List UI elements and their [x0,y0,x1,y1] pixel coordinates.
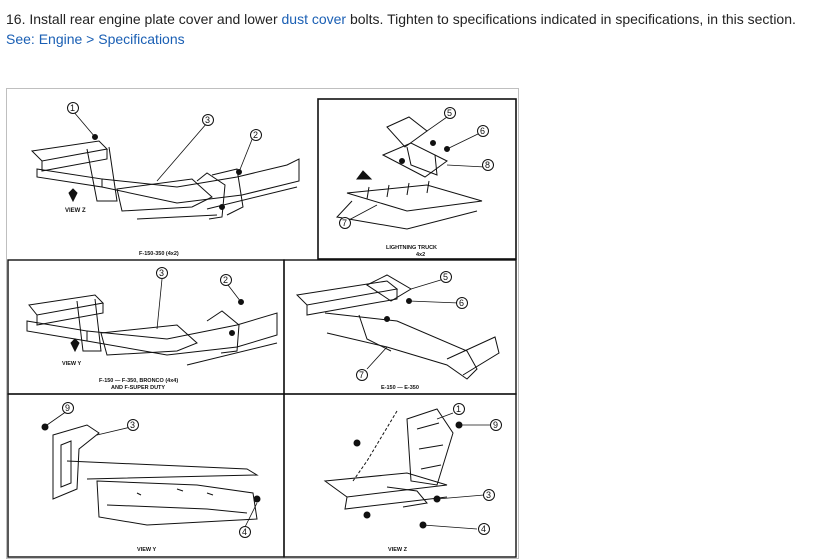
view-z-label-bottom: VIEW Z [388,547,408,553]
panel-bot-left: 9 3 4 VIEW Y [41,402,261,553]
svg-text:3: 3 [130,420,135,430]
svg-text:6: 6 [459,298,464,308]
svg-text:4: 4 [481,524,486,534]
caption-e150-e350: E-150 — E-350 [381,385,419,391]
svg-text:5: 5 [443,272,448,282]
svg-text:7: 7 [342,218,347,228]
caption-f-super-duty: AND F-SUPER DUTY [111,385,165,391]
see-engine-specifications-link[interactable]: See: Engine > Specifications [6,31,185,47]
svg-text:6: 6 [480,126,485,136]
view-y-label-mid: VIEW Y [62,361,81,367]
see-label: See: [6,31,39,47]
panel-top-right: 5 6 8 7 LIGHTNING TRUCK 4x2 [335,107,494,258]
panel-mid-left-frame [7,259,285,395]
panel-top-left: 1 3 2 VIEW Z F-150-350 (4x2) [30,102,300,257]
panel-mid-left: 3 2 VIEW Y F-150 — F-350, BRONCO (4x4) A… [26,267,278,391]
svg-text:8: 8 [485,160,490,170]
svg-text:3: 3 [205,115,210,125]
caption-f150-350-4x2: F-150-350 (4x2) [139,251,179,257]
svg-text:3: 3 [486,490,491,500]
svg-text:2: 2 [223,275,228,285]
panel-mid-right-frame [283,259,517,395]
dust-cover-link[interactable]: dust cover [281,11,347,27]
step-text-suffix: bolts. Tighten to specifications indicat… [346,11,796,27]
view-y-label-bottom: VIEW Y [137,547,156,553]
caption-lightning-4x2: 4x2 [416,252,425,258]
svg-text:5: 5 [447,108,452,118]
svg-text:7: 7 [359,370,364,380]
specs-link-label: Engine > Specifications [38,31,185,47]
svg-text:9: 9 [493,420,498,430]
svg-text:1: 1 [456,404,461,414]
panel-bot-right-frame [283,393,517,558]
panel-top-right-frame [317,98,517,260]
instruction-step: 16. Install rear engine plate cover and … [6,9,814,49]
svg-text:4: 4 [242,527,247,537]
caption-lightning-truck: LIGHTNING TRUCK [386,245,437,251]
step-text-prefix: 16. Install rear engine plate cover and … [6,11,282,27]
svg-text:9: 9 [65,403,70,413]
view-z-label: VIEW Z [65,208,86,214]
panel-bot-right: 1 9 3 4 VIEW Z [323,403,502,553]
svg-text:3: 3 [159,268,164,278]
caption-f150-f350-bronco: F-150 — F-350, BRONCO (4x4) [99,378,178,384]
dust-cover-diagram: 1 3 2 VIEW Z F-150-350 (4x2) 5 6 8 7 LIG… [6,88,519,559]
svg-text:2: 2 [253,130,258,140]
panel-mid-right: 5 6 7 E-150 — E-350 [295,271,500,391]
svg-text:1: 1 [70,103,75,113]
